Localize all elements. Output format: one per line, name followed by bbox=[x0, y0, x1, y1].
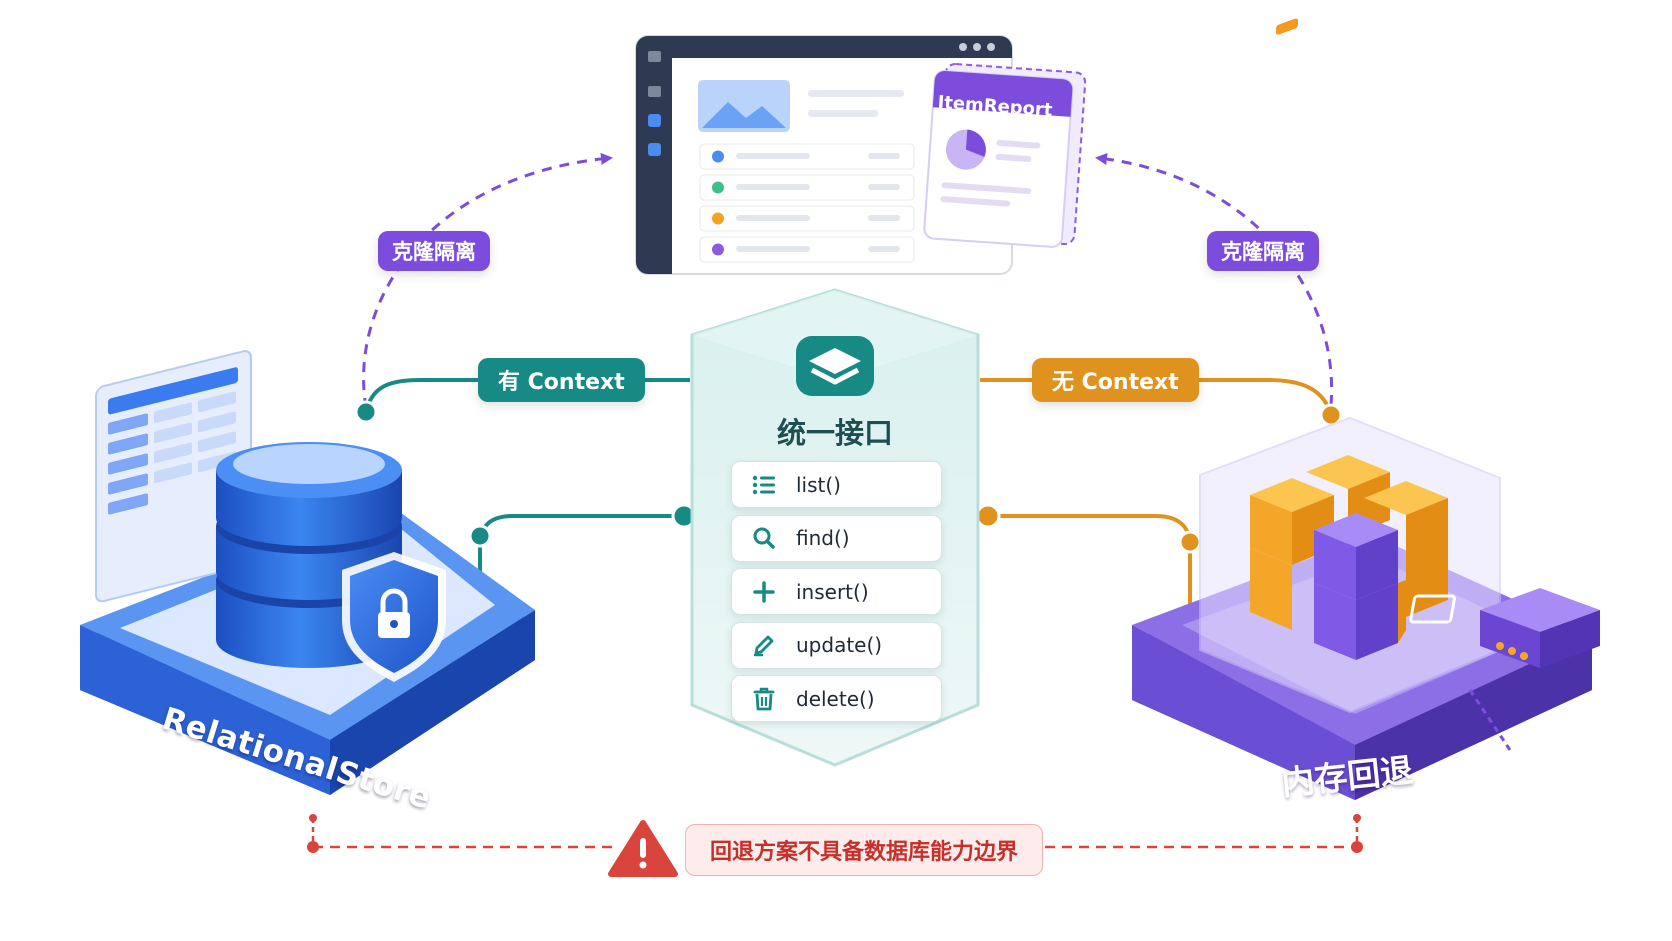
lock-shield-icon bbox=[342, 552, 446, 682]
list-icon bbox=[732, 474, 796, 496]
clone-isolation-label-left: 克隆隔离 bbox=[378, 231, 490, 271]
plus-icon bbox=[732, 580, 796, 603]
method-delete: delete() bbox=[731, 675, 942, 722]
method-label: delete() bbox=[796, 686, 875, 711]
item-report-card bbox=[923, 62, 1087, 248]
capability-boundary-line bbox=[307, 814, 1363, 853]
memory-fallback-label: 内存回退 bbox=[1279, 750, 1415, 803]
ui-list-dot bbox=[712, 150, 724, 163]
warning-text: 回退方案不具备数据库能力边界 bbox=[709, 840, 1018, 865]
ui-window bbox=[635, 35, 1013, 275]
relational-store bbox=[80, 350, 535, 795]
method-find: find() bbox=[731, 514, 942, 562]
ui-list-row bbox=[699, 236, 915, 263]
without-context-label: 无 Context bbox=[1032, 358, 1199, 402]
ui-list-row bbox=[699, 174, 915, 201]
search-icon bbox=[732, 526, 796, 550]
warning-message: 回退方案不具备数据库能力边界 bbox=[685, 824, 1043, 876]
ui-list-dot bbox=[712, 181, 724, 194]
layers-icon bbox=[796, 336, 874, 396]
ui-list-row bbox=[699, 143, 915, 170]
right-connectors bbox=[975, 378, 1343, 612]
pencil-icon bbox=[732, 633, 796, 657]
method-label: find() bbox=[796, 526, 850, 550]
ui-list-row bbox=[699, 205, 915, 232]
trash-icon bbox=[732, 687, 796, 711]
clone-isolation-label-right: 克隆隔离 bbox=[1207, 231, 1319, 271]
method-label: list() bbox=[796, 472, 841, 497]
ui-list-dot bbox=[712, 212, 724, 225]
method-insert: insert() bbox=[731, 568, 942, 615]
ui-list-dot bbox=[712, 243, 724, 256]
relational-store-label: RelationalStore bbox=[157, 700, 436, 817]
method-update: update() bbox=[731, 621, 942, 669]
item-report-label: ItemReport bbox=[936, 92, 1054, 121]
method-list: list() bbox=[731, 461, 942, 508]
method-label: insert() bbox=[796, 579, 869, 604]
chip-icon bbox=[1409, 588, 1600, 668]
warning-icon bbox=[608, 820, 678, 877]
with-context-label: 有 Context bbox=[478, 358, 645, 402]
memory-fallback-store bbox=[1132, 18, 1600, 800]
method-label: update() bbox=[796, 633, 883, 657]
unified-interface-title: 统一接口 bbox=[776, 416, 893, 450]
